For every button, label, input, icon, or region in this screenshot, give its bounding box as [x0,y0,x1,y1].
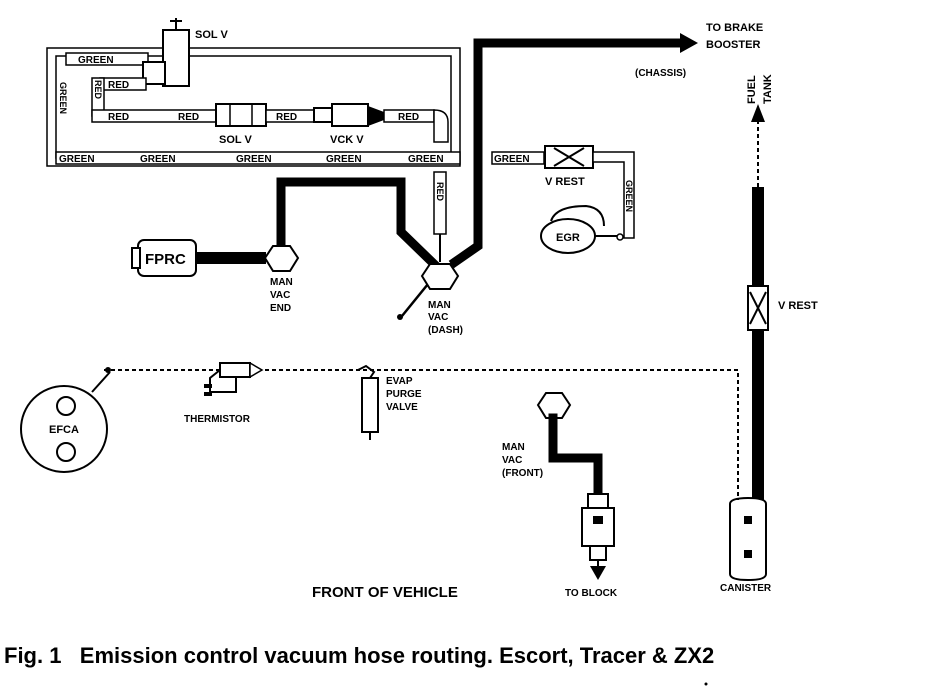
label-evap-2: PURGE [386,389,422,400]
hose-label-red-drop: RED [435,182,445,202]
hose-label-green-vrest: GREEN [494,154,530,165]
to-block-fitting [581,507,615,547]
label-to-brake: TO BRAKE [706,22,763,34]
label-thermistor: THERMISTOR [184,414,251,425]
label-man-vac-dash-3: (DASH) [428,325,463,336]
label-man-vac-dash-1: MAN [428,300,451,311]
figure-caption: Fig. 1 Emission control vacuum hose rout… [4,643,714,668]
efca-component [20,385,108,473]
canister-hose [752,330,764,500]
brake-booster-arrow [680,33,698,53]
label-chassis: (CHASSIS) [635,68,686,79]
dashed-hose-canister [104,369,739,500]
green-hose-egr [592,151,635,239]
label-man-vac-end-2: VAC [270,290,290,301]
label-man-vac-dash-2: VAC [428,312,448,323]
man-vac-dash-fitting [420,263,460,290]
hose-label-green-egr: GREEN [624,180,634,212]
thick-hose-front [548,413,603,499]
label-efca: EFCA [49,424,79,436]
label-booster: BOOSTER [706,39,760,51]
hose-label-green-bottom-1: GREEN [59,154,95,165]
sol-v-top-port [142,61,166,85]
label-v-rest-right: V REST [778,300,818,312]
man-vac-front-fitting [536,392,572,419]
vck-v-valve [331,103,369,127]
canister [729,496,767,582]
thermistor-component [219,362,251,378]
sol-v-mid-valve [215,103,267,127]
hose-label-red-vertical: RED [93,80,103,100]
evap-purge-valve [361,377,379,433]
green-hose-bottom [55,151,461,165]
hose-label-green-bottom-5: GREEN [408,154,444,165]
vck-v-check [368,106,384,126]
label-man-vac-front-1: MAN [502,442,525,453]
hose-label-green-left: GREEN [58,82,68,114]
hose-label-red-row2: RED [178,112,199,123]
man-vac-end-fitting [263,245,300,272]
hose-label-red-upper: RED [108,80,129,91]
sol-v-top-valve [162,29,190,87]
label-to-block: TO BLOCK [565,588,618,599]
label-man-vac-front-3: (FRONT) [502,468,543,479]
label-tank: TANK [762,74,774,104]
to-block-arrow [590,566,606,580]
label-evap-1: EVAP [386,376,413,387]
green-hose-top [65,52,149,66]
label-canister: CANISTER [720,583,772,594]
label-man-vac-end-1: MAN [270,277,293,288]
label-man-vac-front-2: VAC [502,455,522,466]
hose-label-green-bottom-3: GREEN [236,154,272,165]
label-evap-3: VALVE [386,402,418,413]
label-man-vac-end-3: END [270,303,291,314]
label-fprc: FPRC [145,251,186,268]
label-egr: EGR [556,232,580,244]
label-sol-v-mid: SOL V [219,134,252,146]
label-sol-v-top: SOL V [195,29,228,41]
thick-hose-end-to-dash [276,177,441,271]
hose-label-red-row1: RED [108,112,129,123]
label-v-rest-top: V REST [545,176,585,188]
thick-hose-brake-booster [448,38,685,269]
hose-label-red-row3: RED [276,112,297,123]
hose-label-green-top: GREEN [78,55,114,66]
label-front-of-vehicle: FRONT OF VEHICLE [312,584,458,601]
hose-label-green-bottom-4: GREEN [326,154,362,165]
fuel-tank-arrow [751,104,765,122]
hose-label-red-row4: RED [398,112,419,123]
label-fuel: FUEL [746,75,758,104]
label-vck-v: VCK V [330,134,364,146]
fprc-hose [196,252,266,264]
hose-label-green-bottom-2: GREEN [140,154,176,165]
